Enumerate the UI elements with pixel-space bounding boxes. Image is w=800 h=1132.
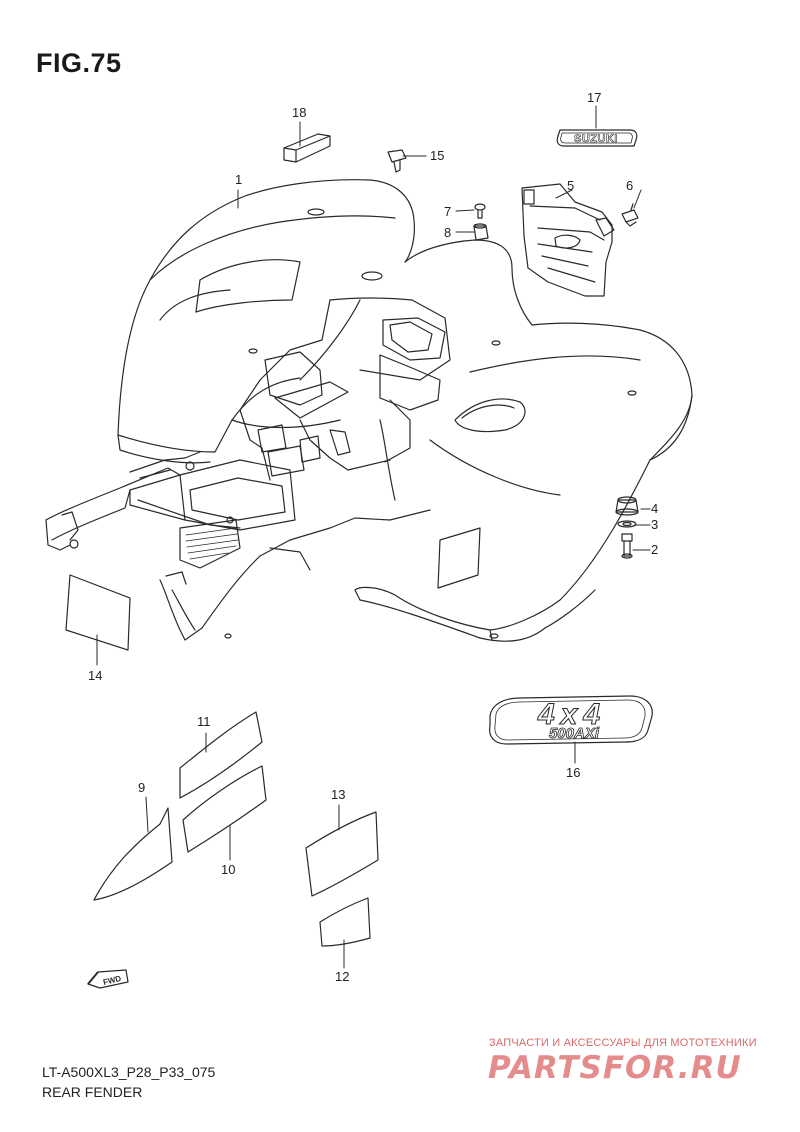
callout-7: 7 [444,204,452,219]
callout-9: 9 [138,780,146,795]
figure-title: FIG.75 [36,48,122,78]
callout-17: 17 [587,90,602,105]
decal-part-14 [65,574,131,651]
suzuki-emblem-part-17 [556,129,638,147]
watermark-logo: PARTSFOR.RU [488,1050,742,1086]
bolt-part-6 [621,203,639,227]
callout-4: 4 [651,501,659,516]
clip-part-15 [387,149,407,173]
callout-13: 13 [331,787,346,802]
callout-14: 14 [88,668,103,683]
decal-part-10 [182,765,267,853]
fwd-arrow-icon: FWD [87,969,129,989]
watermark-tagline: ЗАПЧАСТИ И АКСЕССУАРЫ ДЛЯ МОТОТЕХНИКИ [489,1037,757,1049]
pad-part-18 [283,133,331,163]
nut-part-8 [473,223,489,241]
screw-part-7 [474,203,486,219]
badge-500axi-text: 500AXi [549,725,600,742]
callout-15: 15 [430,148,445,163]
suzuki-emblem-text: SUZUKI [574,133,618,145]
bracket-part-5 [521,183,615,297]
bolt-part-2 [621,533,633,559]
callout-6: 6 [626,178,634,193]
badge-part-16 [489,695,653,745]
figure-name: REAR FENDER [42,1084,143,1100]
leader-lines [96,105,651,969]
callout-16: 16 [566,765,581,780]
callout-8: 8 [444,225,452,240]
decal-part-11 [179,711,263,799]
figure-code: LT-A500XL3_P28_P33_075 [42,1064,216,1080]
decal-part-9 [93,807,173,901]
callout-10: 10 [221,862,236,877]
fwd-label: FWD [102,974,122,987]
callout-11: 11 [197,714,211,729]
badge-4x4-text: 4x4 [537,698,606,731]
callout-1: 1 [235,172,243,187]
callout-5: 5 [567,178,575,193]
callout-12: 12 [335,969,350,984]
rear-fender-body [45,179,693,642]
callout-18: 18 [292,105,307,120]
washer-part-3 [617,520,637,528]
grommet-part-4 [615,496,639,516]
decal-part-12 [319,897,371,947]
callout-2: 2 [651,542,659,557]
callout-3: 3 [651,517,659,532]
decal-part-13 [305,811,379,897]
